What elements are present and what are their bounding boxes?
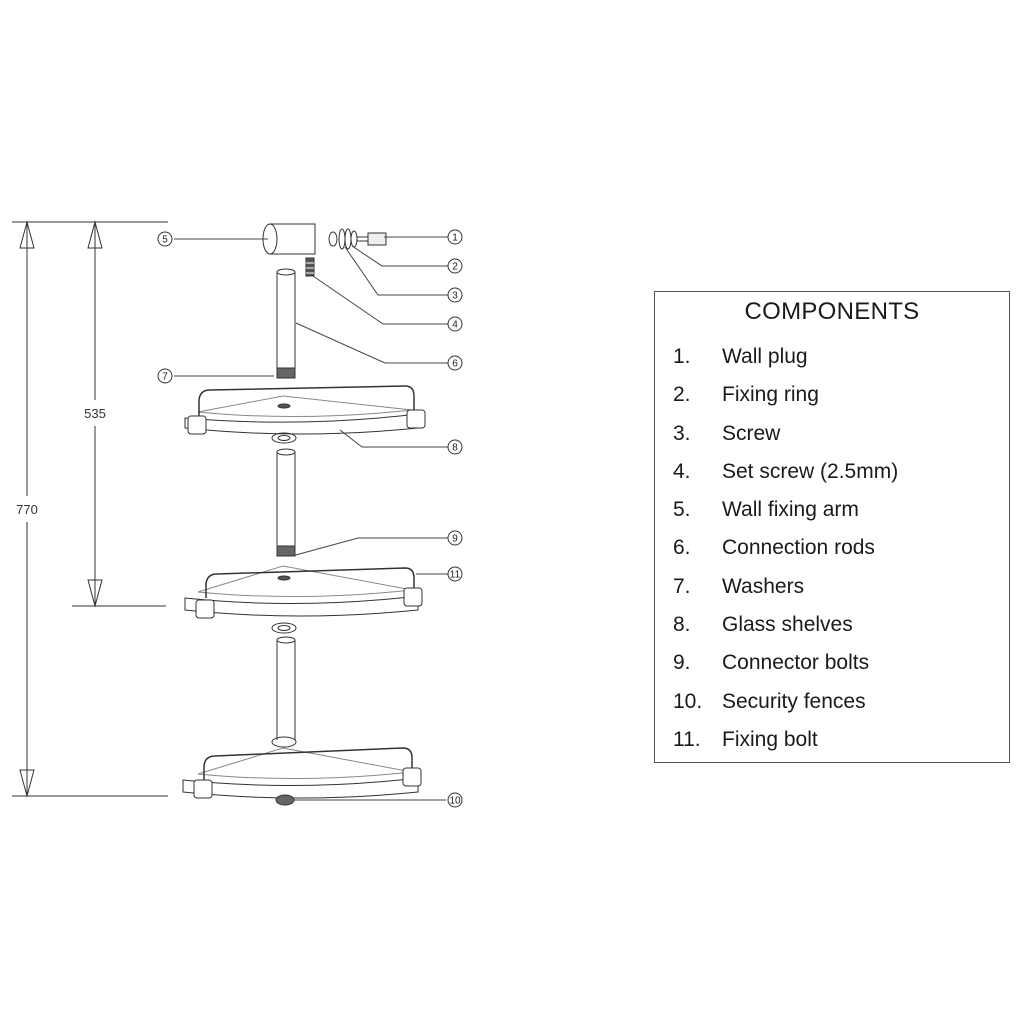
- component-item: 9. Connector bolts: [673, 644, 898, 682]
- overall-height-value: 770: [16, 502, 38, 517]
- component-label: Wall plug: [722, 345, 808, 368]
- callout-3: 3: [452, 291, 458, 302]
- callout-circles: [157, 229, 463, 808]
- component-label: Security fences: [722, 689, 866, 713]
- wall-fixing-hardware: [328, 228, 387, 250]
- component-number: 6.: [673, 536, 691, 560]
- callout-1: 1: [452, 233, 458, 244]
- callout-10: 10: [449, 796, 461, 807]
- connection-rod-middle: [276, 448, 296, 557]
- component-item: 2. Fixing ring: [673, 376, 898, 414]
- component-number: 3.: [673, 421, 691, 445]
- wall-fixing-arm: [262, 223, 316, 255]
- components-title: COMPONENTS: [744, 298, 920, 325]
- component-label: Fixing bolt: [722, 727, 818, 751]
- component-number: 7.: [673, 574, 691, 598]
- glass-shelf-middle: [184, 565, 423, 619]
- glass-shelf-top: [184, 385, 426, 435]
- component-number: 2.: [673, 383, 691, 407]
- set-screw: [305, 257, 315, 277]
- callout-5: 5: [162, 235, 168, 246]
- component-number: 9.: [673, 651, 691, 675]
- component-label: Set screw (2.5mm): [722, 459, 899, 483]
- leader-lines: [174, 236, 448, 801]
- connection-rod-top: [276, 268, 296, 379]
- component-number: 10.: [673, 689, 703, 713]
- component-number: 8.: [673, 613, 691, 637]
- components-list: 1. Wall plug 2. Fixing ring 3. Screw 4. Set …: [673, 338, 898, 759]
- component-number: 5.: [673, 498, 691, 522]
- component-number: 11.: [673, 727, 701, 751]
- component-item: 4. Set screw (2.5mm): [673, 453, 898, 491]
- component-number: 1.: [673, 345, 691, 368]
- connection-rod-bottom: [271, 636, 297, 748]
- callout-9: 9: [452, 534, 458, 545]
- washer: [271, 622, 297, 634]
- overall-height-dimension: [12, 220, 168, 798]
- component-label: Connection rods: [722, 536, 875, 560]
- shelf-spacing-value: 535: [84, 406, 106, 421]
- callout-2: 2: [452, 262, 458, 273]
- bottom-bolt: [275, 794, 295, 806]
- component-item: 11. Fixing bolt: [673, 721, 898, 759]
- components-legend: COMPONENTS 1. Wall plug 2. Fixing ring 3. S…: [654, 291, 1010, 763]
- component-item: 6. Connection rods: [673, 529, 898, 567]
- callout-7: 7: [162, 372, 168, 383]
- shelf-spacing-dimension: [72, 220, 166, 608]
- component-label: Wall fixing arm: [722, 498, 859, 522]
- component-label: Washers: [722, 574, 805, 598]
- component-item: 8. Glass shelves: [673, 606, 898, 644]
- component-item: 1. Wall plug: [673, 338, 898, 376]
- callout-4: 4: [452, 320, 458, 331]
- component-number: 4.: [673, 459, 691, 483]
- component-item: 3. Screw: [673, 415, 898, 453]
- callout-6: 6: [452, 359, 458, 370]
- component-item: 7. Washers: [673, 568, 898, 606]
- component-label: Glass shelves: [722, 613, 853, 637]
- glass-shelf-bottom: [182, 747, 422, 799]
- component-label: Screw: [722, 421, 781, 445]
- callout-11: 11: [450, 570, 461, 581]
- callout-8: 8: [452, 443, 458, 454]
- component-item: 10. Security fences: [673, 683, 898, 721]
- component-item: 5. Wall fixing arm: [673, 491, 898, 529]
- washer: [271, 432, 297, 444]
- component-label: Fixing ring: [722, 383, 819, 407]
- component-label: Connector bolts: [722, 651, 870, 675]
